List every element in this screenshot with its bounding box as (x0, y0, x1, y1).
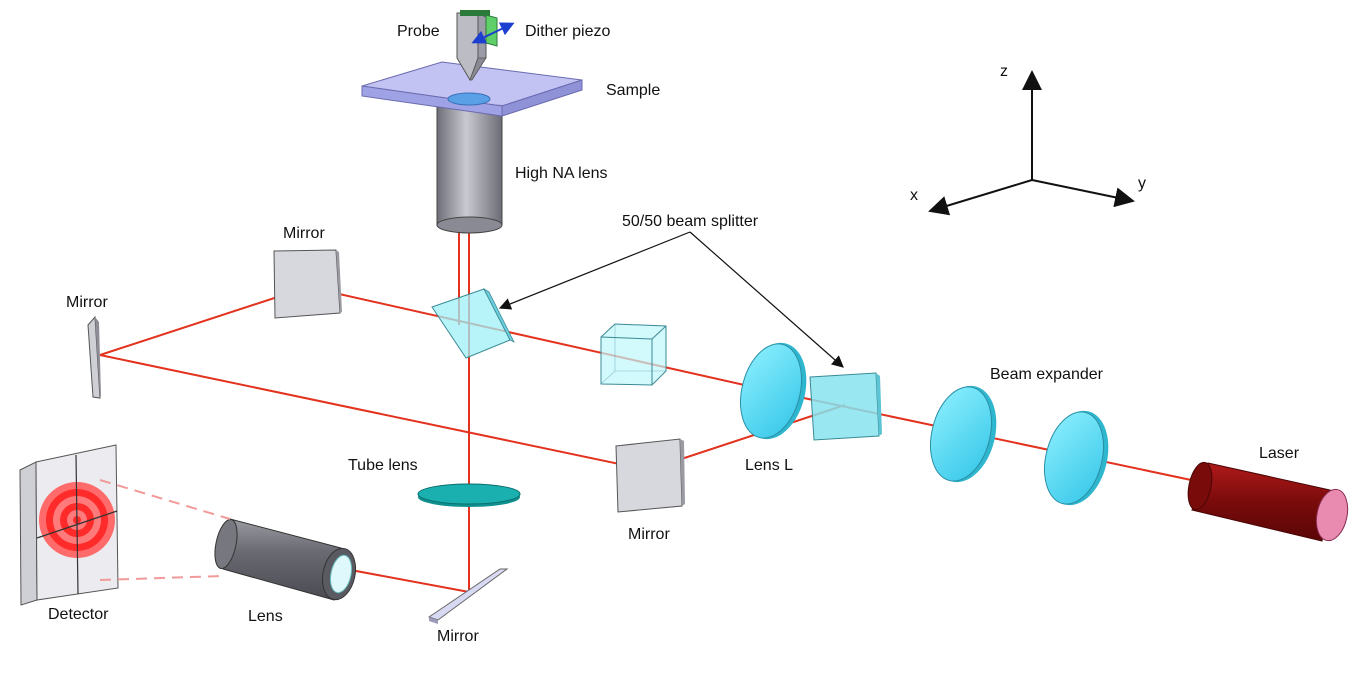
label-detector: Detector (48, 606, 109, 623)
label-beam-splitter: 50/50 beam splitter (622, 213, 759, 230)
label-beam-expander: Beam expander (990, 366, 1104, 383)
mirror-left (87, 315, 101, 399)
label-probe: Probe (397, 23, 440, 40)
mirror-center (615, 438, 685, 513)
label-dither-piezo: Dither piezo (525, 23, 610, 40)
sample-plate (361, 61, 583, 117)
label-mirror-bottom: Mirror (437, 628, 479, 645)
label-high-na-lens: High NA lens (515, 165, 608, 182)
beam-expander-lens-2 (1044, 410, 1109, 506)
beam-splitter-cube-left (600, 323, 667, 386)
axis-label-y: y (1138, 175, 1146, 192)
tube-lens (417, 483, 521, 507)
detector (19, 444, 231, 606)
label-lens-l: Lens L (745, 457, 793, 474)
beam-splitter-cube-right (809, 372, 882, 441)
label-laser: Laser (1259, 445, 1300, 462)
axis-label-x: x (910, 187, 918, 204)
coordinate-axes: z x y (910, 63, 1146, 216)
label-sample: Sample (606, 82, 660, 99)
beam-splitter-arrows (498, 231, 844, 368)
label-mirror-top: Mirror (283, 225, 325, 242)
mirror-bottom (427, 568, 509, 624)
laser (1187, 461, 1349, 542)
high-na-objective (436, 104, 503, 234)
probe-assembly (456, 10, 515, 82)
axis-label-z: z (1000, 63, 1008, 80)
beam-splitter-plate (431, 287, 515, 359)
label-mirror-center: Mirror (628, 526, 670, 543)
label-mirror-left: Mirror (66, 294, 108, 311)
label-lens: Lens (248, 608, 283, 625)
beam-expander-lens-1 (930, 385, 997, 483)
lens-l (740, 342, 807, 440)
component-labels: Probe Dither piezo Sample High NA lens 5… (48, 23, 1300, 645)
mirror-top (273, 249, 342, 319)
label-tube-lens: Tube lens (348, 457, 418, 474)
detector-lens (214, 518, 357, 601)
